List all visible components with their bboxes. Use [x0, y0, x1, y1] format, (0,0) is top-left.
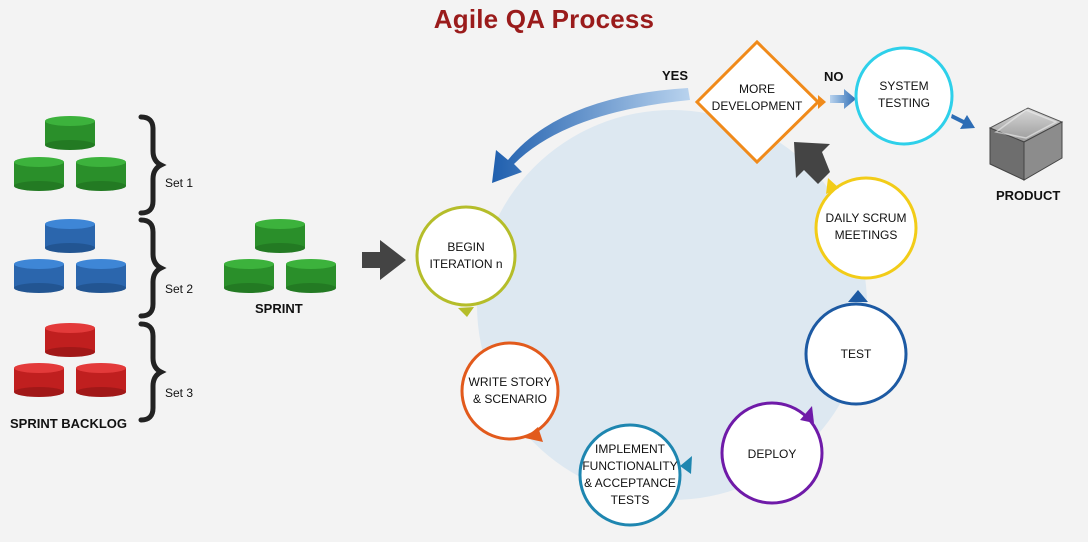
- more-development-label: MORE DEVELOPMENT: [711, 82, 803, 113]
- product-label: PRODUCT: [996, 188, 1061, 203]
- scrum-to-development-arrow: [794, 142, 830, 184]
- decision-pointer: [818, 95, 826, 109]
- no-arrow: [830, 89, 856, 109]
- sprint-label: SPRINT: [255, 301, 303, 316]
- cylinder: [14, 157, 64, 191]
- test-node: [804, 302, 908, 406]
- backlog-set-1: [14, 114, 167, 216]
- cylinder: [45, 323, 95, 357]
- test-pointer: [848, 290, 868, 302]
- to-product-arrow: [951, 114, 975, 129]
- backlog-set-2: [14, 217, 167, 319]
- write-story-pointer: [525, 427, 543, 442]
- begin-iteration-label: BEGIN ITERATION n: [429, 240, 503, 271]
- cylinder: [224, 259, 274, 293]
- cylinder: [76, 157, 126, 191]
- cylinder: [45, 219, 95, 253]
- cylinder: [255, 219, 305, 253]
- implement-pointer: [680, 456, 692, 474]
- brace-icon: [138, 114, 167, 216]
- deploy-pointer: [800, 406, 814, 423]
- deploy-node: [720, 401, 824, 505]
- yes-arc-arrow: [492, 88, 690, 183]
- cylinder: [76, 259, 126, 293]
- no-label: NO: [824, 69, 844, 84]
- write-story-node: [460, 341, 560, 441]
- system-testing-label: SYSTEM TESTING: [877, 79, 930, 110]
- cylinder: [286, 259, 336, 293]
- backlog-set-3: [14, 321, 167, 423]
- set-3-label: Set 3: [165, 386, 194, 400]
- set-1-label: Set 1: [165, 176, 194, 190]
- implement-node: [578, 423, 682, 527]
- daily-scrum-pointer: [826, 178, 839, 194]
- write-story-label: WRITE STORY & SCENARIO: [468, 375, 552, 406]
- yes-label: YES: [662, 68, 689, 83]
- more-development-diamond: [694, 39, 821, 165]
- begin-pointer: [458, 307, 474, 317]
- sprint-to-begin-arrow: [362, 240, 406, 280]
- cylinder: [14, 259, 64, 293]
- daily-scrum-label: DAILY SCRUM MEETINGS: [825, 211, 907, 242]
- begin-iteration-node: [415, 205, 517, 307]
- sprint-stack: [224, 219, 336, 293]
- cylinder: [76, 363, 126, 397]
- brace-icon: [138, 321, 167, 423]
- system-testing-node: [854, 46, 954, 146]
- cylinder: [14, 363, 64, 397]
- deploy-label: DEPLOY: [747, 447, 797, 461]
- daily-scrum-node: [814, 176, 918, 280]
- set-2-label: Set 2: [165, 282, 194, 296]
- sprint-backlog-label: SPRINT BACKLOG: [10, 416, 127, 431]
- brace-icon: [138, 217, 167, 319]
- test-label: TEST: [840, 347, 872, 361]
- product-cube-icon: [988, 107, 1064, 181]
- cylinder: [45, 116, 95, 150]
- implement-label: IMPLEMENT FUNCTIONALITY & ACCEPTANCE TES…: [582, 442, 678, 507]
- page-title: Agile QA Process: [433, 4, 655, 34]
